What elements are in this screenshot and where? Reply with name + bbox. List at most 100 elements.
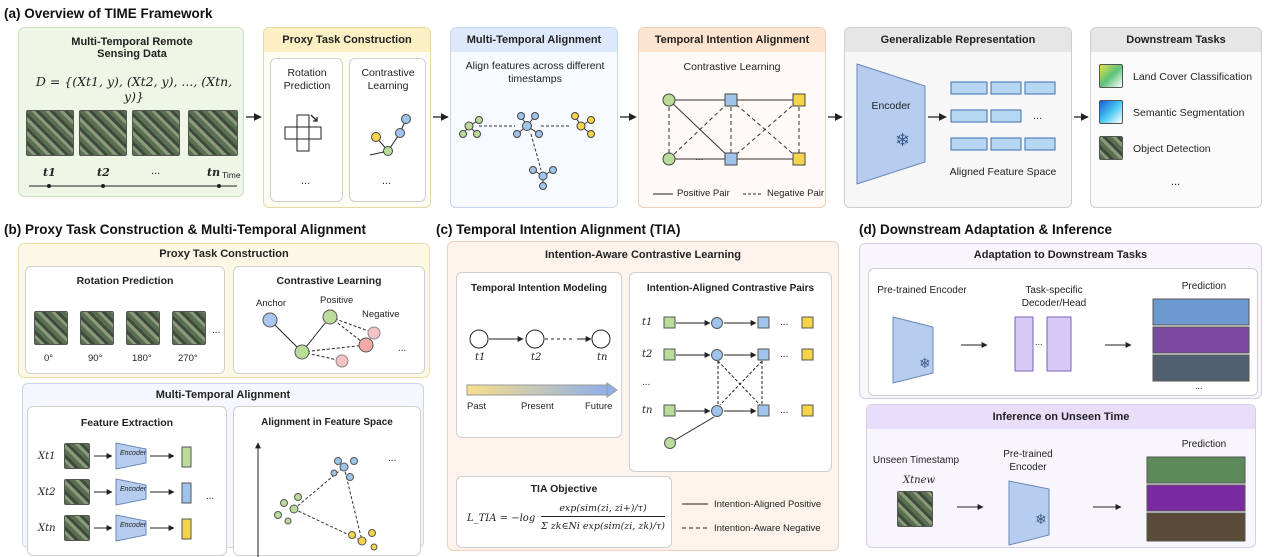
head-dots: ... xyxy=(1035,337,1043,347)
segmentation-thumb xyxy=(1099,100,1123,124)
encoder-small-2: Encoder xyxy=(120,486,147,493)
loss-lhs: L_TIA = −log xyxy=(467,513,536,524)
alignment-space-subpanel: Alignment in Feature Space ... xyxy=(233,406,421,557)
prediction-label: Prediction xyxy=(1181,281,1227,292)
snowflake-icon: ❄ xyxy=(895,130,911,150)
iacp-dots-1: ... xyxy=(780,317,789,328)
c-panel: Intention-Aware Contrastive Learning Tem… xyxy=(447,241,839,551)
tim-header: Temporal Intention Modeling xyxy=(471,283,607,294)
tim-tn: tn xyxy=(597,352,608,363)
land-cover-thumb xyxy=(1099,64,1123,88)
iacp-subpanel: Intention-Aligned Contrastive Pairs t1 t… xyxy=(629,272,832,472)
downstream-dots: ... xyxy=(1171,176,1181,188)
adapt-snowflake-icon: ❄ xyxy=(919,355,931,371)
unseen-timestamp-label: Unseen Timestamp xyxy=(872,455,960,466)
feature-extraction-subpanel: Feature Extraction Xt1 Xt2 Xtn Encoder E… xyxy=(27,406,227,556)
angle-270: 270° xyxy=(178,353,198,364)
rotation-label: Rotation Prediction xyxy=(283,67,331,93)
b-anchor-diagram xyxy=(262,309,381,368)
fe-dots: ... xyxy=(206,491,215,502)
section-b-title: (b) Proxy Task Construction & Multi-Temp… xyxy=(4,222,367,237)
negative-pair-legend: Negative Pair xyxy=(767,188,825,199)
time-label: Time xyxy=(222,170,241,180)
detection-thumb xyxy=(1099,136,1123,160)
downstream-item-segmentation: Semantic Segmentation xyxy=(1133,107,1245,119)
downstream-header: Downstream Tasks xyxy=(1091,28,1261,52)
x-label-1: Xt1 xyxy=(38,451,56,462)
contrastive-dots-b: ... xyxy=(398,343,407,354)
angle-180: 180° xyxy=(132,353,152,364)
legend-aware-negative: Intention-Aware Negative xyxy=(714,523,821,534)
angle-0: 0° xyxy=(44,353,54,364)
proxy-task-panel: Proxy Task Construction Rotation Predict… xyxy=(263,27,431,208)
x-new-label: Xtnew xyxy=(903,475,936,486)
anchor-label: Anchor xyxy=(256,298,287,309)
infer-snowflake-icon: ❄ xyxy=(1035,511,1047,527)
x-label-n: Xtn xyxy=(38,523,56,534)
rotation-180-thumb xyxy=(126,311,160,345)
section-a-arrows xyxy=(246,113,1089,121)
d-adapt-inner: Pre-trained Encoder Task-specific Decode… xyxy=(868,268,1258,396)
loss-denominator: Σ zk∈Ni exp(sim(zi, zk)/τ) xyxy=(540,521,665,532)
generalizable-header: Generalizable Representation xyxy=(845,28,1071,52)
future-label: Future xyxy=(585,401,613,412)
generalizable-panel: Generalizable Representation Encoder ❄ .… xyxy=(844,27,1072,208)
row-tn: tn xyxy=(642,405,653,416)
iacp-diagram xyxy=(663,316,814,449)
b-rotation-header: Rotation Prediction xyxy=(76,275,174,287)
section-c-title: (c) Temporal Intention Alignment (TIA) xyxy=(436,222,681,237)
timestamp-image-2 xyxy=(79,110,127,156)
contrastive-graph-icon xyxy=(369,114,411,156)
alignment-scatter xyxy=(255,442,378,557)
b-proxy-header: Proxy Task Construction xyxy=(159,248,289,260)
alignment-space-header: Alignment in Feature Space xyxy=(261,417,393,428)
data-panel-header: Multi-Temporal Remote Sensing Data xyxy=(71,36,193,60)
timeline xyxy=(29,184,237,188)
iacp-dots-n: ... xyxy=(780,405,789,416)
rotation-grid-icon xyxy=(284,114,322,152)
encoder-diagram xyxy=(856,63,1056,185)
b-contrastive-subpanel: Contrastive Learning Anchor Positive Neg… xyxy=(233,266,425,374)
positive-label: Positive xyxy=(320,295,354,306)
negative-label: Negative xyxy=(362,309,400,320)
timestamp-image-3 xyxy=(132,110,180,156)
data-panel: Multi-Temporal Remote Sensing Data D = {… xyxy=(18,27,244,197)
rotation-subpanel: Rotation Prediction ... xyxy=(270,58,343,202)
x-label-2: Xt2 xyxy=(38,487,56,498)
fe-thumb-1 xyxy=(64,443,90,469)
loss-numerator: exp(sim(zi, zi+)/τ) xyxy=(541,503,665,517)
positive-pair-legend: Positive Pair xyxy=(677,188,730,199)
iacl-header: Intention-Aware Contrastive Learning xyxy=(545,249,741,261)
past-label: Past xyxy=(467,401,487,412)
feature-dots: ... xyxy=(1033,110,1043,122)
infer-pipeline xyxy=(957,456,1246,546)
row-t2: t2 xyxy=(642,349,653,360)
encoder-small-1: Encoder xyxy=(120,450,147,457)
prediction-label-2: Prediction xyxy=(1181,439,1227,450)
tim-subpanel: Temporal Intention Modeling t1 t2 tn Pas… xyxy=(456,272,622,438)
section-a-title: (a) Overview of TIME Framework xyxy=(4,6,213,21)
mta-cluster-diagram xyxy=(459,112,595,190)
b-rotation-subpanel: Rotation Prediction ... 0° 90° 180° 270° xyxy=(25,266,225,374)
tn-label: tn xyxy=(207,166,221,179)
section-d-title: (d) Downstream Adaptation & Inference xyxy=(859,222,1113,237)
t2-label: t2 xyxy=(97,166,110,179)
pretrained-encoder-label: Pre-trained Encoder xyxy=(877,285,967,296)
contrastive-label: Contrastive Learning xyxy=(361,67,415,93)
angle-90: 90° xyxy=(88,353,103,364)
row-t1: t1 xyxy=(642,317,653,328)
data-formula: D = {(Xt1, y), (Xt2, y), ..., (Xtn, y)} xyxy=(35,74,233,104)
present-label: Present xyxy=(521,401,554,412)
mta-header: Multi-Temporal Alignment xyxy=(451,28,617,52)
pretrained-encoder-label-2: Pre-trained Encoder xyxy=(1003,449,1053,473)
tia-objective-header: TIA Objective xyxy=(530,483,598,495)
fe-thumb-2 xyxy=(64,479,90,505)
tia-sub-label: Contrastive Learning xyxy=(683,61,781,73)
iacp-dots-2: ... xyxy=(780,349,789,360)
tim-diagram xyxy=(466,329,618,398)
tia-dots: ... xyxy=(695,152,704,163)
d-adapt-header: Adaptation to Downstream Tasks xyxy=(973,249,1148,261)
adapt-pipeline xyxy=(892,298,1250,384)
b-mta-panel: Multi-Temporal Alignment Feature Extract… xyxy=(22,383,424,557)
tia-panel: Temporal Intention Alignment Contrastive… xyxy=(638,27,826,208)
